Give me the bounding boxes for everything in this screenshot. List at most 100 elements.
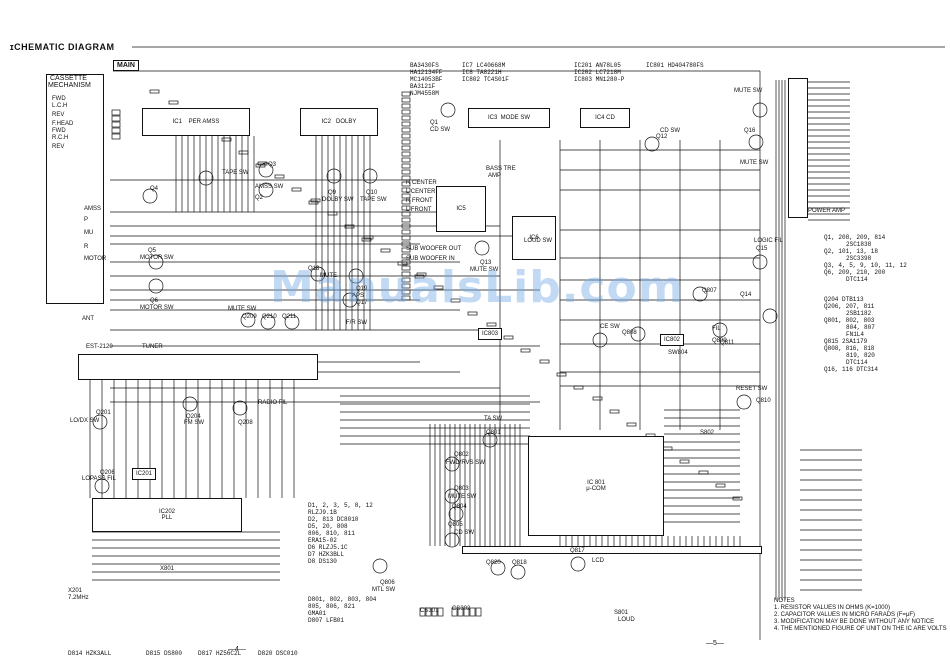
ic-part-entry: IC201 AN78L05 <box>574 62 621 69</box>
transistor-symbol <box>260 314 276 330</box>
switch-label: S801 <box>614 610 629 616</box>
transistor-symbol <box>440 102 456 118</box>
resistor-symbol <box>397 261 408 266</box>
transistor-label: Q802 <box>454 452 469 458</box>
transistor-label: Q211 <box>282 314 297 320</box>
diode-entry: D8 DS130 <box>308 558 337 565</box>
cassette-pin-label: FWD <box>52 128 66 134</box>
transistor-label: LOPASS FIL <box>82 476 116 482</box>
transistor-label: Q17 <box>356 300 368 306</box>
connector-pin <box>401 223 411 229</box>
connector-pin <box>401 151 411 157</box>
transistor-symbol <box>92 414 108 430</box>
resistor-symbol <box>592 396 603 401</box>
connector-pin <box>401 241 411 247</box>
resistor-symbol <box>380 248 391 253</box>
diode-entry: D6 RLZJ5.1C <box>308 544 348 551</box>
switch-label: L FRONT <box>406 207 432 213</box>
diode-entry: D7 HZK3BLL <box>308 551 345 558</box>
ic201-block: IC201 <box>132 468 156 480</box>
transistor-label: Q817 <box>570 548 585 554</box>
connector-pin <box>401 271 411 277</box>
page-number-right: —5— <box>706 640 724 647</box>
ic1-block: IC1 PER AMSS <box>142 108 250 136</box>
cassette-pin-label: FWD <box>52 96 66 102</box>
transistor-list-entry: Q2, 101, 13, 18 <box>824 248 879 255</box>
note-line: 2. CAPACITOR VALUES IN MICRO FARADS (F=μ… <box>774 612 915 618</box>
note-line: 1. RESISTOR VALUES IN OHMS (K=1000) <box>774 605 890 611</box>
connector-pin <box>111 121 121 128</box>
resistor-symbol <box>698 470 709 475</box>
resistor-symbol <box>344 224 355 229</box>
ic-part-entry: IC7 LC40668M <box>462 62 506 69</box>
transistor-label: RADIO FIL <box>258 400 288 406</box>
transistor-symbol <box>240 312 256 328</box>
transistor-label: Q15 <box>756 246 768 252</box>
transistor-label: MOTOR SW <box>140 305 174 311</box>
switch-label: AMP <box>488 173 502 179</box>
switch-label: X801 <box>160 566 175 572</box>
transistor-label: MTL SW <box>372 587 396 593</box>
diode-entry: D5, 20, 808 <box>308 523 348 530</box>
connector-pin <box>401 115 411 121</box>
switch-label: LOUD <box>618 617 635 623</box>
resistor-symbol <box>679 459 690 464</box>
resistor-symbol <box>573 385 584 390</box>
resistor-symbol <box>168 100 179 105</box>
note-line: NOTES <box>774 598 795 604</box>
connector-pin <box>401 91 411 97</box>
connector-pin <box>401 133 411 139</box>
transistor-label: Q14 <box>740 292 752 298</box>
transistor-label: Q805 <box>448 522 463 528</box>
connector-pin <box>475 607 482 617</box>
transistor-label: RESET SW <box>736 386 768 392</box>
transistor-symbol <box>372 558 388 574</box>
diode-footer-entry: D817 HZ56C2L <box>198 650 242 657</box>
diode-entry: ERA15-02 <box>308 537 337 544</box>
main-board-label: MAIN <box>113 60 139 71</box>
transistor-label: MUTE SW <box>448 494 477 500</box>
transistor-label: AMSS SW <box>255 184 284 190</box>
transistor-list-entry: Q6, 209, 210, 200 <box>824 269 886 276</box>
connector-pin <box>401 187 411 193</box>
transistor-label: TA SW <box>484 416 503 422</box>
connector-pin <box>111 109 121 116</box>
connector-pin <box>401 205 411 211</box>
connector-pin <box>401 109 411 115</box>
transistor-symbol <box>752 254 768 270</box>
resistor-symbol <box>308 200 319 205</box>
switch-label: LOUD SW <box>524 238 553 244</box>
resistor-symbol <box>149 89 160 94</box>
switch-label: SUB WOOFER IN <box>406 256 455 262</box>
connector-pin <box>401 247 411 253</box>
transistor-symbol <box>444 456 460 472</box>
switch-label: CS302 <box>452 606 471 612</box>
transistor-list-entry: Q206, 207, 811 <box>824 303 875 310</box>
transistor-symbol <box>736 394 752 410</box>
note-line: 4. THE MENTIONED FIGURE OF UNIT ON THE I… <box>774 626 947 632</box>
transistor-label: Q6 <box>150 298 159 304</box>
transistor-label: Q18 <box>308 266 320 272</box>
resistor-symbol <box>291 187 302 192</box>
ic3-label: IC3 <box>487 115 498 121</box>
transistor-symbol <box>326 168 342 184</box>
diode-entry: D801, 802, 803, 804 <box>308 596 377 603</box>
transistor-label: Q818 <box>512 560 527 566</box>
connector-pin <box>425 607 432 617</box>
tuner-block <box>78 354 318 380</box>
transistor-symbol <box>448 506 464 522</box>
transistor-label: Q209 <box>242 314 257 320</box>
switch-label: R FRONT <box>406 198 433 204</box>
transistor-symbol <box>644 136 660 152</box>
diode-footer-entry: D815 DS800 <box>146 650 183 657</box>
connector-pin <box>401 229 411 235</box>
connector-pin <box>401 181 411 187</box>
ucom-label: μ-COM <box>586 486 606 492</box>
connector-pin <box>401 217 411 223</box>
resistor-symbol <box>310 198 321 203</box>
transistor-list-entry: Q3, 4, 5, 9, 10, 11, 12 <box>824 262 907 269</box>
ic801-label: IC 801 <box>587 480 605 486</box>
ic5-block: IC5 <box>436 186 486 232</box>
transistor-symbol <box>692 286 708 302</box>
transistor-list-entry: Q16, 116 DTC314 <box>824 366 879 373</box>
